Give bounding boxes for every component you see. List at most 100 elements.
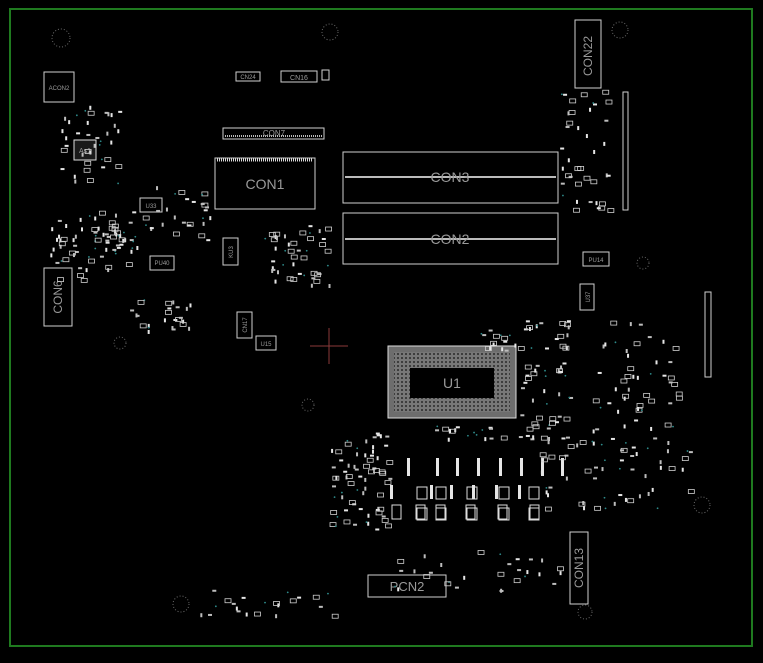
via	[303, 274, 306, 277]
component-u1[interactable]: U1	[387, 345, 517, 419]
component-con7[interactable]: CON7	[222, 127, 325, 140]
smd-pad	[112, 248, 117, 251]
smd-pad	[596, 207, 601, 210]
smd-component	[335, 449, 343, 455]
smd-pad	[540, 470, 543, 475]
smd-pad	[567, 111, 570, 116]
smd-pad	[356, 452, 359, 457]
component-con13[interactable]: CON13	[569, 531, 589, 605]
vertical-connector-edge	[704, 291, 712, 378]
smd-pad	[297, 272, 302, 275]
smd-pad	[515, 558, 520, 561]
component-pcn2[interactable]: PCN2	[367, 574, 447, 598]
component-u15[interactable]: U15	[255, 335, 277, 351]
smd-component	[178, 190, 186, 195]
smd-pad	[149, 227, 154, 230]
via	[592, 102, 595, 104]
ram-pad-grid	[390, 458, 564, 521]
smd-pad	[105, 239, 110, 242]
smd-pad	[271, 268, 274, 273]
smd-pad	[668, 381, 673, 384]
smd-pad	[607, 402, 612, 405]
smd-pad	[72, 238, 75, 243]
component-con1[interactable]: CON1	[214, 157, 316, 210]
smd-component	[377, 492, 384, 498]
smd-pad	[545, 490, 548, 495]
smd-component	[549, 416, 557, 422]
smd-component	[574, 166, 582, 172]
via	[508, 334, 511, 337]
smd-pad	[358, 475, 363, 478]
via	[145, 224, 147, 227]
smd-pad	[489, 346, 492, 351]
smd-pad	[638, 323, 643, 326]
smd-pad	[73, 174, 76, 179]
smd-component	[289, 598, 297, 604]
component-ku3[interactable]: KU3	[222, 237, 239, 266]
smd-pad	[135, 314, 140, 317]
smd-pad	[637, 407, 640, 412]
smd-component	[622, 393, 630, 399]
smd-component	[675, 395, 683, 401]
component-acon2[interactable]: ACON2	[43, 71, 75, 103]
smd-pad	[601, 467, 604, 472]
component-con2[interactable]: CON2	[342, 212, 559, 265]
smd-component	[620, 378, 628, 384]
smd-pad	[74, 250, 79, 253]
via	[123, 231, 125, 234]
pad-square	[415, 504, 426, 520]
smd-pad	[440, 563, 443, 568]
component-u33[interactable]: U33	[139, 197, 163, 213]
smd-pad	[492, 342, 495, 347]
smd-pad	[668, 361, 673, 364]
smd-component	[568, 110, 576, 115]
smd-pad	[181, 221, 186, 224]
smd-component	[57, 277, 64, 283]
smd-pad	[147, 323, 150, 328]
label-cn24: CN24	[240, 75, 256, 81]
component-pu14[interactable]: PU14	[582, 251, 610, 267]
via	[264, 237, 267, 240]
pad-square	[435, 504, 446, 520]
via	[99, 140, 102, 143]
smd-component	[563, 416, 571, 422]
smd-pad	[245, 612, 248, 617]
smd-component	[675, 391, 683, 397]
via	[467, 434, 469, 437]
component-con3[interactable]: CON3	[342, 151, 559, 204]
smd-pad	[344, 509, 349, 512]
smd-pad	[275, 236, 278, 241]
via	[264, 601, 266, 604]
smd-pad	[530, 438, 535, 441]
smd-pad	[482, 334, 487, 337]
smd-component	[580, 92, 588, 98]
smd-pad	[81, 227, 84, 232]
via	[309, 232, 311, 234]
smd-component	[540, 435, 548, 441]
smd-pad	[589, 107, 592, 112]
component-u37[interactable]: U37	[579, 283, 595, 311]
via	[618, 467, 621, 470]
smd-component	[314, 272, 322, 278]
smd-pad	[397, 587, 400, 592]
smd-pad	[523, 381, 528, 384]
component-cn16[interactable]: CN16	[280, 70, 318, 83]
smd-pad	[188, 326, 191, 331]
smd-pad	[560, 182, 565, 185]
smd-pad	[629, 322, 632, 327]
component-cn17[interactable]: CN17	[236, 311, 253, 339]
via	[214, 605, 217, 608]
component-cn24[interactable]: CN24	[235, 71, 261, 82]
via	[481, 429, 484, 431]
smd-pad	[375, 528, 380, 531]
smd-component	[643, 392, 651, 398]
component-pu40[interactable]: PU40	[149, 255, 175, 271]
smd-component	[599, 201, 606, 207]
component-con22[interactable]: CON22	[574, 19, 602, 89]
smd-pad	[565, 126, 570, 129]
component-con6[interactable]: CON6	[43, 267, 73, 327]
pad-bar	[430, 485, 433, 499]
smd-pad	[624, 497, 627, 502]
via	[544, 369, 546, 372]
